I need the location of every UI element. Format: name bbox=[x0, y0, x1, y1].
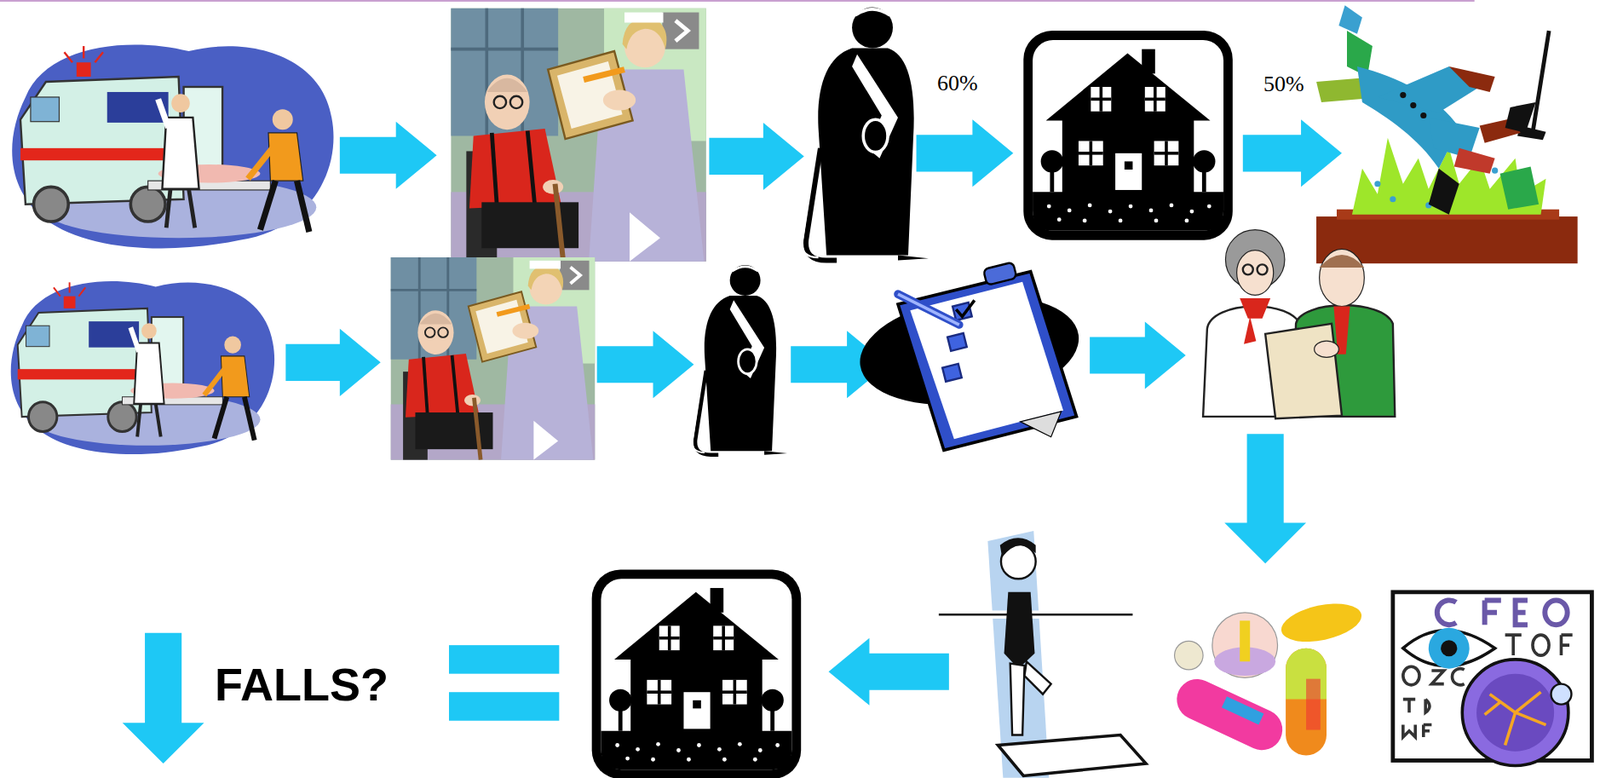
percentage-label: 60% bbox=[937, 71, 979, 97]
sling-figure bbox=[801, 7, 929, 261]
checklist-clipboard bbox=[852, 262, 1087, 451]
balance-exercise-picture bbox=[938, 530, 1146, 778]
doctors-picture bbox=[1202, 230, 1395, 420]
nurse-picture bbox=[391, 257, 596, 461]
sling-figure bbox=[692, 264, 788, 455]
question-label: FALLS? bbox=[214, 659, 389, 710]
ambulance-picture bbox=[11, 281, 275, 455]
eye-chart-picture bbox=[1392, 592, 1593, 766]
house-icon bbox=[592, 569, 802, 778]
top-rule bbox=[0, 0, 1475, 2]
house-icon bbox=[1023, 30, 1233, 241]
pills-picture bbox=[1169, 597, 1365, 757]
ambulance-picture bbox=[11, 44, 334, 248]
nurse-picture bbox=[450, 8, 706, 262]
falling-man-picture bbox=[1316, 5, 1578, 264]
percentage-label: 50% bbox=[1263, 72, 1305, 98]
